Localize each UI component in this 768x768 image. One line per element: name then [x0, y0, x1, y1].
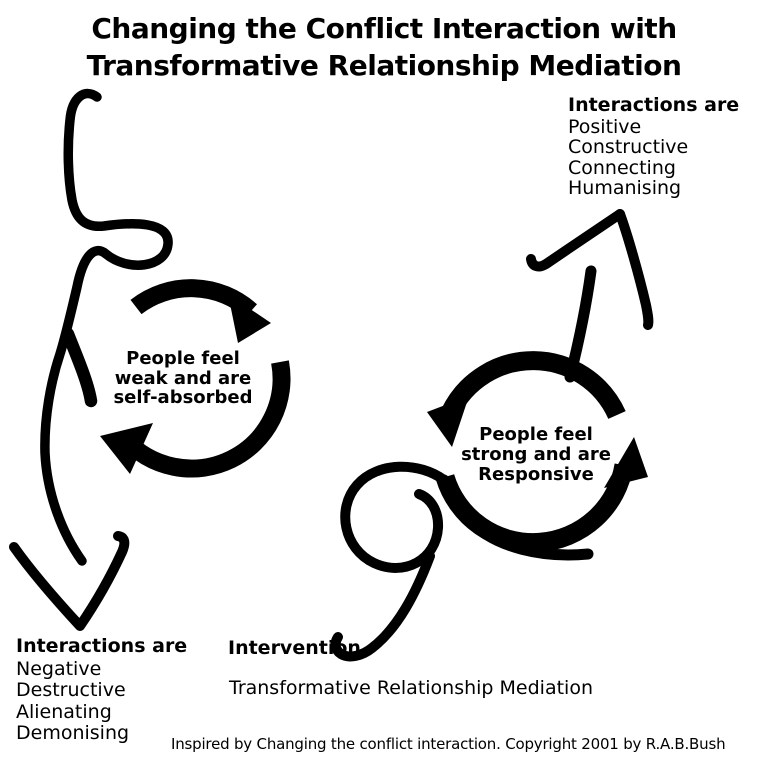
outcome-negative-item: Demonising [16, 722, 130, 744]
outcome-positive-item: Connecting [568, 156, 676, 179]
outcome-positive-item: Constructive [568, 136, 689, 158]
cycle-right-label: People feel strong and are Responsive [441, 425, 631, 485]
cycle-right-label-line: Responsive [478, 464, 594, 485]
up-arrow-shaft [564, 265, 597, 383]
outcome-positive-item: Humanising [568, 177, 682, 199]
up-arrow-head-right-barb [615, 209, 654, 330]
cycle-right-label-line: strong and are [461, 444, 611, 465]
intervention-description: Transformative Relationship Mediation [229, 677, 593, 699]
left-cycle-bottom-arc [117, 360, 291, 478]
left-cycle-bottom-arrowhead [100, 423, 153, 474]
intervention-swirl-sweep [438, 474, 594, 561]
footer-credit: Inspired by Changing the conflict intera… [171, 735, 726, 753]
cycle-left-label: People feel weak and are self-absorbed [101, 349, 265, 408]
cycle-left-label-line: People feel [126, 348, 240, 369]
outcome-negative-heading: Interactions are [16, 635, 188, 657]
outcome-negative-item: Negative [16, 657, 102, 680]
outcome-positive-heading: Interactions are [568, 94, 740, 116]
page-title-line1: Changing the Conflict Interaction with [91, 12, 677, 45]
right-cycle-top-arc [441, 351, 626, 420]
outcome-positive-block: Interactions are Positive Constructive C… [568, 95, 739, 199]
right-cycle-left-arrowhead [427, 396, 469, 447]
down-arrowhead [9, 531, 130, 631]
left-squiggle-arrow [40, 88, 173, 566]
page-title-line2: Transformative Relationship Mediation [86, 49, 682, 82]
page-title: Changing the Conflict Interaction with T… [0, 10, 768, 84]
right-cycle-right-arrowhead [604, 437, 648, 488]
intervention-swirl-loop [340, 461, 449, 573]
cycle-left-label-line: weak and are [114, 367, 252, 389]
cycle-right-label-line: People feel [479, 424, 593, 445]
outcome-negative-item: Destructive [16, 679, 126, 701]
outcome-positive-item: Positive [568, 115, 642, 138]
left-squiggle-stub [61, 327, 98, 408]
intervention-heading: Intervention [228, 637, 361, 659]
outcome-negative-item: Alienating [16, 700, 112, 723]
outcome-negative-block: Interactions are Negative Destructive Al… [16, 635, 188, 745]
left-cycle-top-arrowhead [228, 294, 271, 343]
intervention-swirl-tail [330, 551, 435, 662]
up-arrow-head-left-barb [526, 209, 625, 272]
cycle-left-label-line: self-absorbed [113, 387, 253, 408]
